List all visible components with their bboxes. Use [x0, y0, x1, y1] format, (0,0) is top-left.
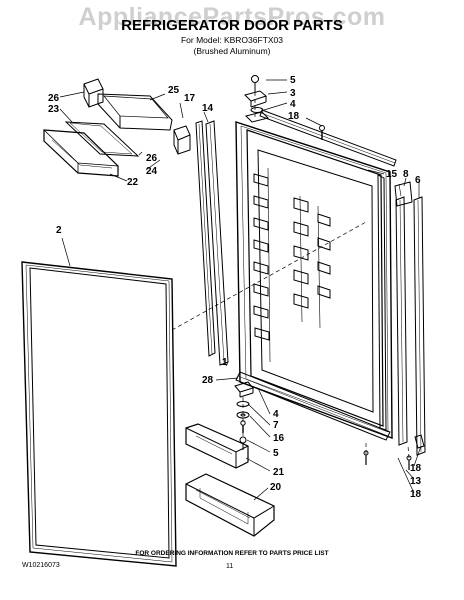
callout-20: 20 [270, 482, 282, 493]
callout-22: 22 [127, 177, 139, 188]
outer-door-panel [235, 121, 393, 440]
callout-17: 17 [184, 93, 196, 104]
side-strip-6 [413, 196, 426, 456]
callout-7: 7 [273, 420, 279, 431]
callout-14: 14 [202, 103, 214, 114]
callout-15: 15 [386, 169, 398, 180]
trim-strip-17 [195, 120, 216, 357]
callout-26-upper: 26 [48, 93, 60, 104]
watermark: AppliancePartsPros.com [78, 3, 386, 31]
page-number: 11 [226, 563, 234, 570]
callout-numbers: 5 3 4 18 25 26 23 17 14 26 24 22 15 8 6 … [48, 75, 422, 500]
callout-18-right: 18 [410, 463, 422, 474]
callout-26-lower: 26 [146, 153, 158, 164]
callout-8: 8 [403, 169, 409, 180]
door-shelf-bin-large [185, 473, 275, 537]
dairy-bin-assembly [43, 78, 191, 177]
callout-18-top: 18 [288, 111, 300, 122]
callout-25: 25 [168, 85, 180, 96]
callout-5-top: 5 [290, 75, 296, 86]
callout-23: 23 [48, 104, 60, 115]
callout-21: 21 [273, 467, 285, 478]
finish-line: (Brushed Aluminum) [193, 46, 271, 56]
callout-28: 28 [202, 375, 214, 386]
document-number: W10216073 [22, 562, 60, 569]
lower-right-screws [363, 434, 425, 470]
callout-1: 1 [222, 357, 228, 368]
door-shelf-bin-small [185, 423, 249, 469]
callout-6: 6 [415, 175, 421, 186]
ordering-note: FOR ORDERING INFORMATION REFER TO PARTS … [135, 550, 329, 557]
callout-16: 16 [273, 433, 285, 444]
side-strip-8 [394, 181, 413, 446]
bottom-trim-28 [235, 371, 391, 441]
callout-13: 13 [410, 476, 422, 487]
door-gasket [21, 261, 177, 567]
callout-3: 3 [290, 88, 296, 99]
callout-5-bottom: 5 [273, 448, 279, 459]
top-trim-15 [259, 109, 397, 167]
callout-4-bottom: 4 [273, 409, 279, 420]
top-hinge-assembly [244, 75, 325, 140]
diagram-title: REFRIGERATOR DOOR PARTS [121, 17, 343, 34]
callout-4-top: 4 [290, 99, 296, 110]
alignment-lines [171, 92, 410, 459]
model-line: For Model: KBRO36FTX03 [180, 35, 284, 45]
callout-2: 2 [56, 225, 62, 236]
callout-18-bottom: 18 [410, 489, 422, 500]
leader-lines [59, 79, 422, 501]
callout-24: 24 [146, 166, 158, 177]
